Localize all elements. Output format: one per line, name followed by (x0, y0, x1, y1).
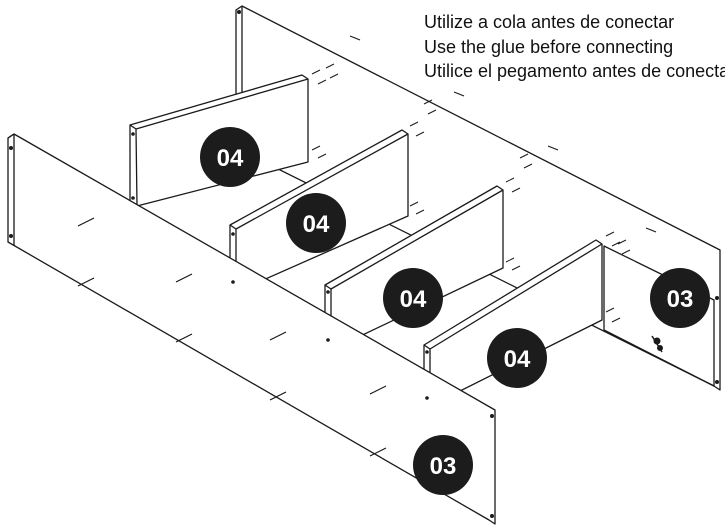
part-badge-03: 03 (650, 268, 710, 328)
instruction-portuguese: Utilize a cola antes de conectar (424, 12, 675, 32)
svg-text:04: 04 (217, 145, 244, 172)
svg-text:03: 03 (430, 453, 457, 480)
svg-text:04: 04 (400, 286, 427, 313)
screw-icon (77, 217, 95, 227)
screw-icon (269, 391, 287, 401)
svg-text:03: 03 (667, 286, 694, 313)
svg-text:04: 04 (504, 346, 531, 373)
screw-icon (269, 331, 287, 341)
screw-icon (453, 91, 465, 97)
screw-icon (175, 273, 193, 283)
screw-icon (175, 333, 193, 343)
part-badge-04: 04 (383, 268, 443, 328)
screw-icon (369, 385, 387, 395)
instruction-spanish: Utilice el pegamento antes de conectar (424, 61, 725, 81)
part-badge-04: 04 (487, 328, 547, 388)
part-badge-03: 03 (413, 435, 473, 495)
screw-icon (77, 277, 95, 287)
screw-icon (369, 447, 387, 457)
svg-text:04: 04 (303, 211, 330, 238)
part-badge-04: 04 (200, 127, 260, 187)
dowel-icon (311, 63, 631, 323)
screw-icon (349, 35, 361, 41)
screw-icon (645, 227, 657, 233)
instruction-english: Use the glue before connecting (424, 37, 674, 57)
part-badge-04: 04 (286, 193, 346, 253)
screw-icon (547, 145, 559, 151)
cam-fitting-icon (651, 335, 663, 353)
